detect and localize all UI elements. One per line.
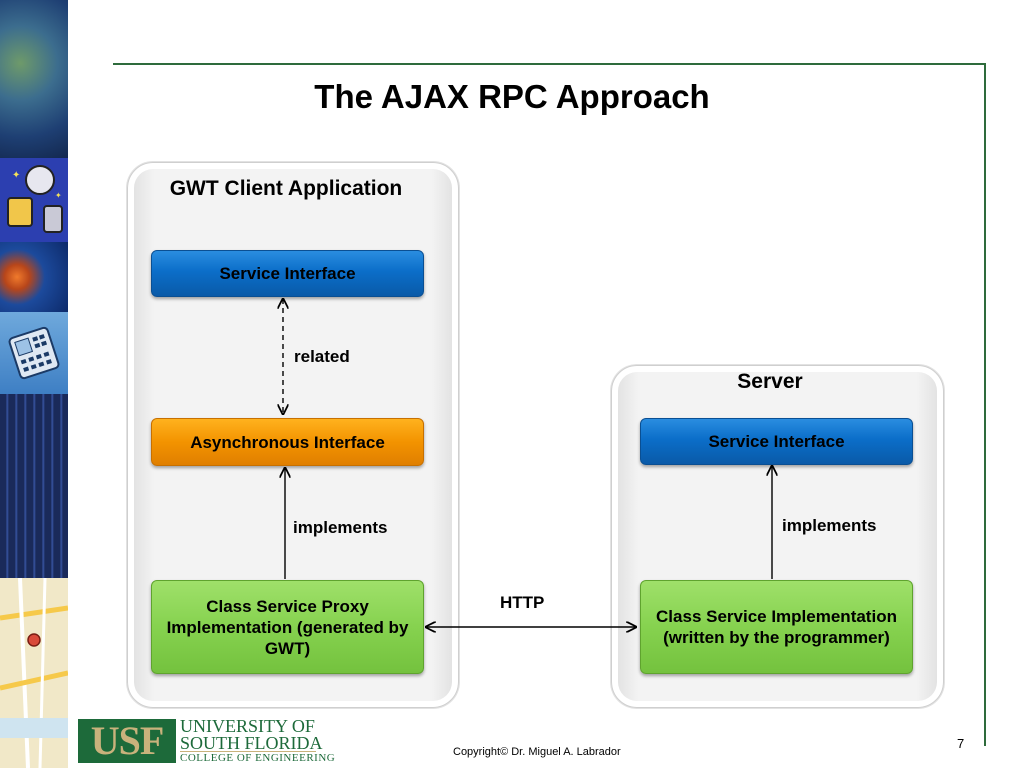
usf-logo-mark: USF xyxy=(78,719,176,763)
decorative-sidebar: ✦ ✦ xyxy=(0,0,68,768)
frame-right-rule xyxy=(984,63,986,746)
client-title: GWT Client Application xyxy=(169,177,403,200)
logo-line-3: COLLEGE OF ENGINEERING xyxy=(180,752,336,764)
logo-line-1: UNIVERSITY OF xyxy=(180,716,315,736)
server-title: Server xyxy=(737,370,803,393)
frame-top-rule xyxy=(113,63,986,65)
brain-scan-icon xyxy=(0,242,68,312)
related-label: related xyxy=(294,347,350,366)
client-service-interface-box: Service Interface xyxy=(151,250,424,297)
logo-line-2: SOUTH FLORIDA xyxy=(180,733,323,753)
async-interface-box: Asynchronous Interface xyxy=(151,418,424,466)
usf-logo: USF UNIVERSITY OF SOUTH FLORIDA COLLEGE … xyxy=(78,716,335,766)
svg-text:✦: ✦ xyxy=(55,191,62,200)
mobile-device-icon xyxy=(0,312,68,394)
network-devices-icon: ✦ ✦ xyxy=(0,158,68,242)
satellite-map-icon xyxy=(0,0,68,158)
logo-rule xyxy=(180,751,316,752)
service-impl-box: Class Service Implementation (written by… xyxy=(640,580,913,674)
server-implements-label: implements xyxy=(782,516,877,535)
copyright-text: Copyright© Dr. Miguel A. Labrador xyxy=(453,746,621,758)
street-map-icon xyxy=(0,578,68,768)
http-label: HTTP xyxy=(500,593,545,612)
service-proxy-box: Class Service Proxy Implementation (gene… xyxy=(151,580,424,674)
svg-text:✦: ✦ xyxy=(12,170,20,181)
page-number: 7 xyxy=(957,736,965,751)
circuit-board-icon xyxy=(0,394,68,578)
slide-title: The AJAX RPC Approach xyxy=(314,78,710,115)
server-service-interface-box: Service Interface xyxy=(640,418,913,465)
client-implements-label: implements xyxy=(293,518,388,537)
